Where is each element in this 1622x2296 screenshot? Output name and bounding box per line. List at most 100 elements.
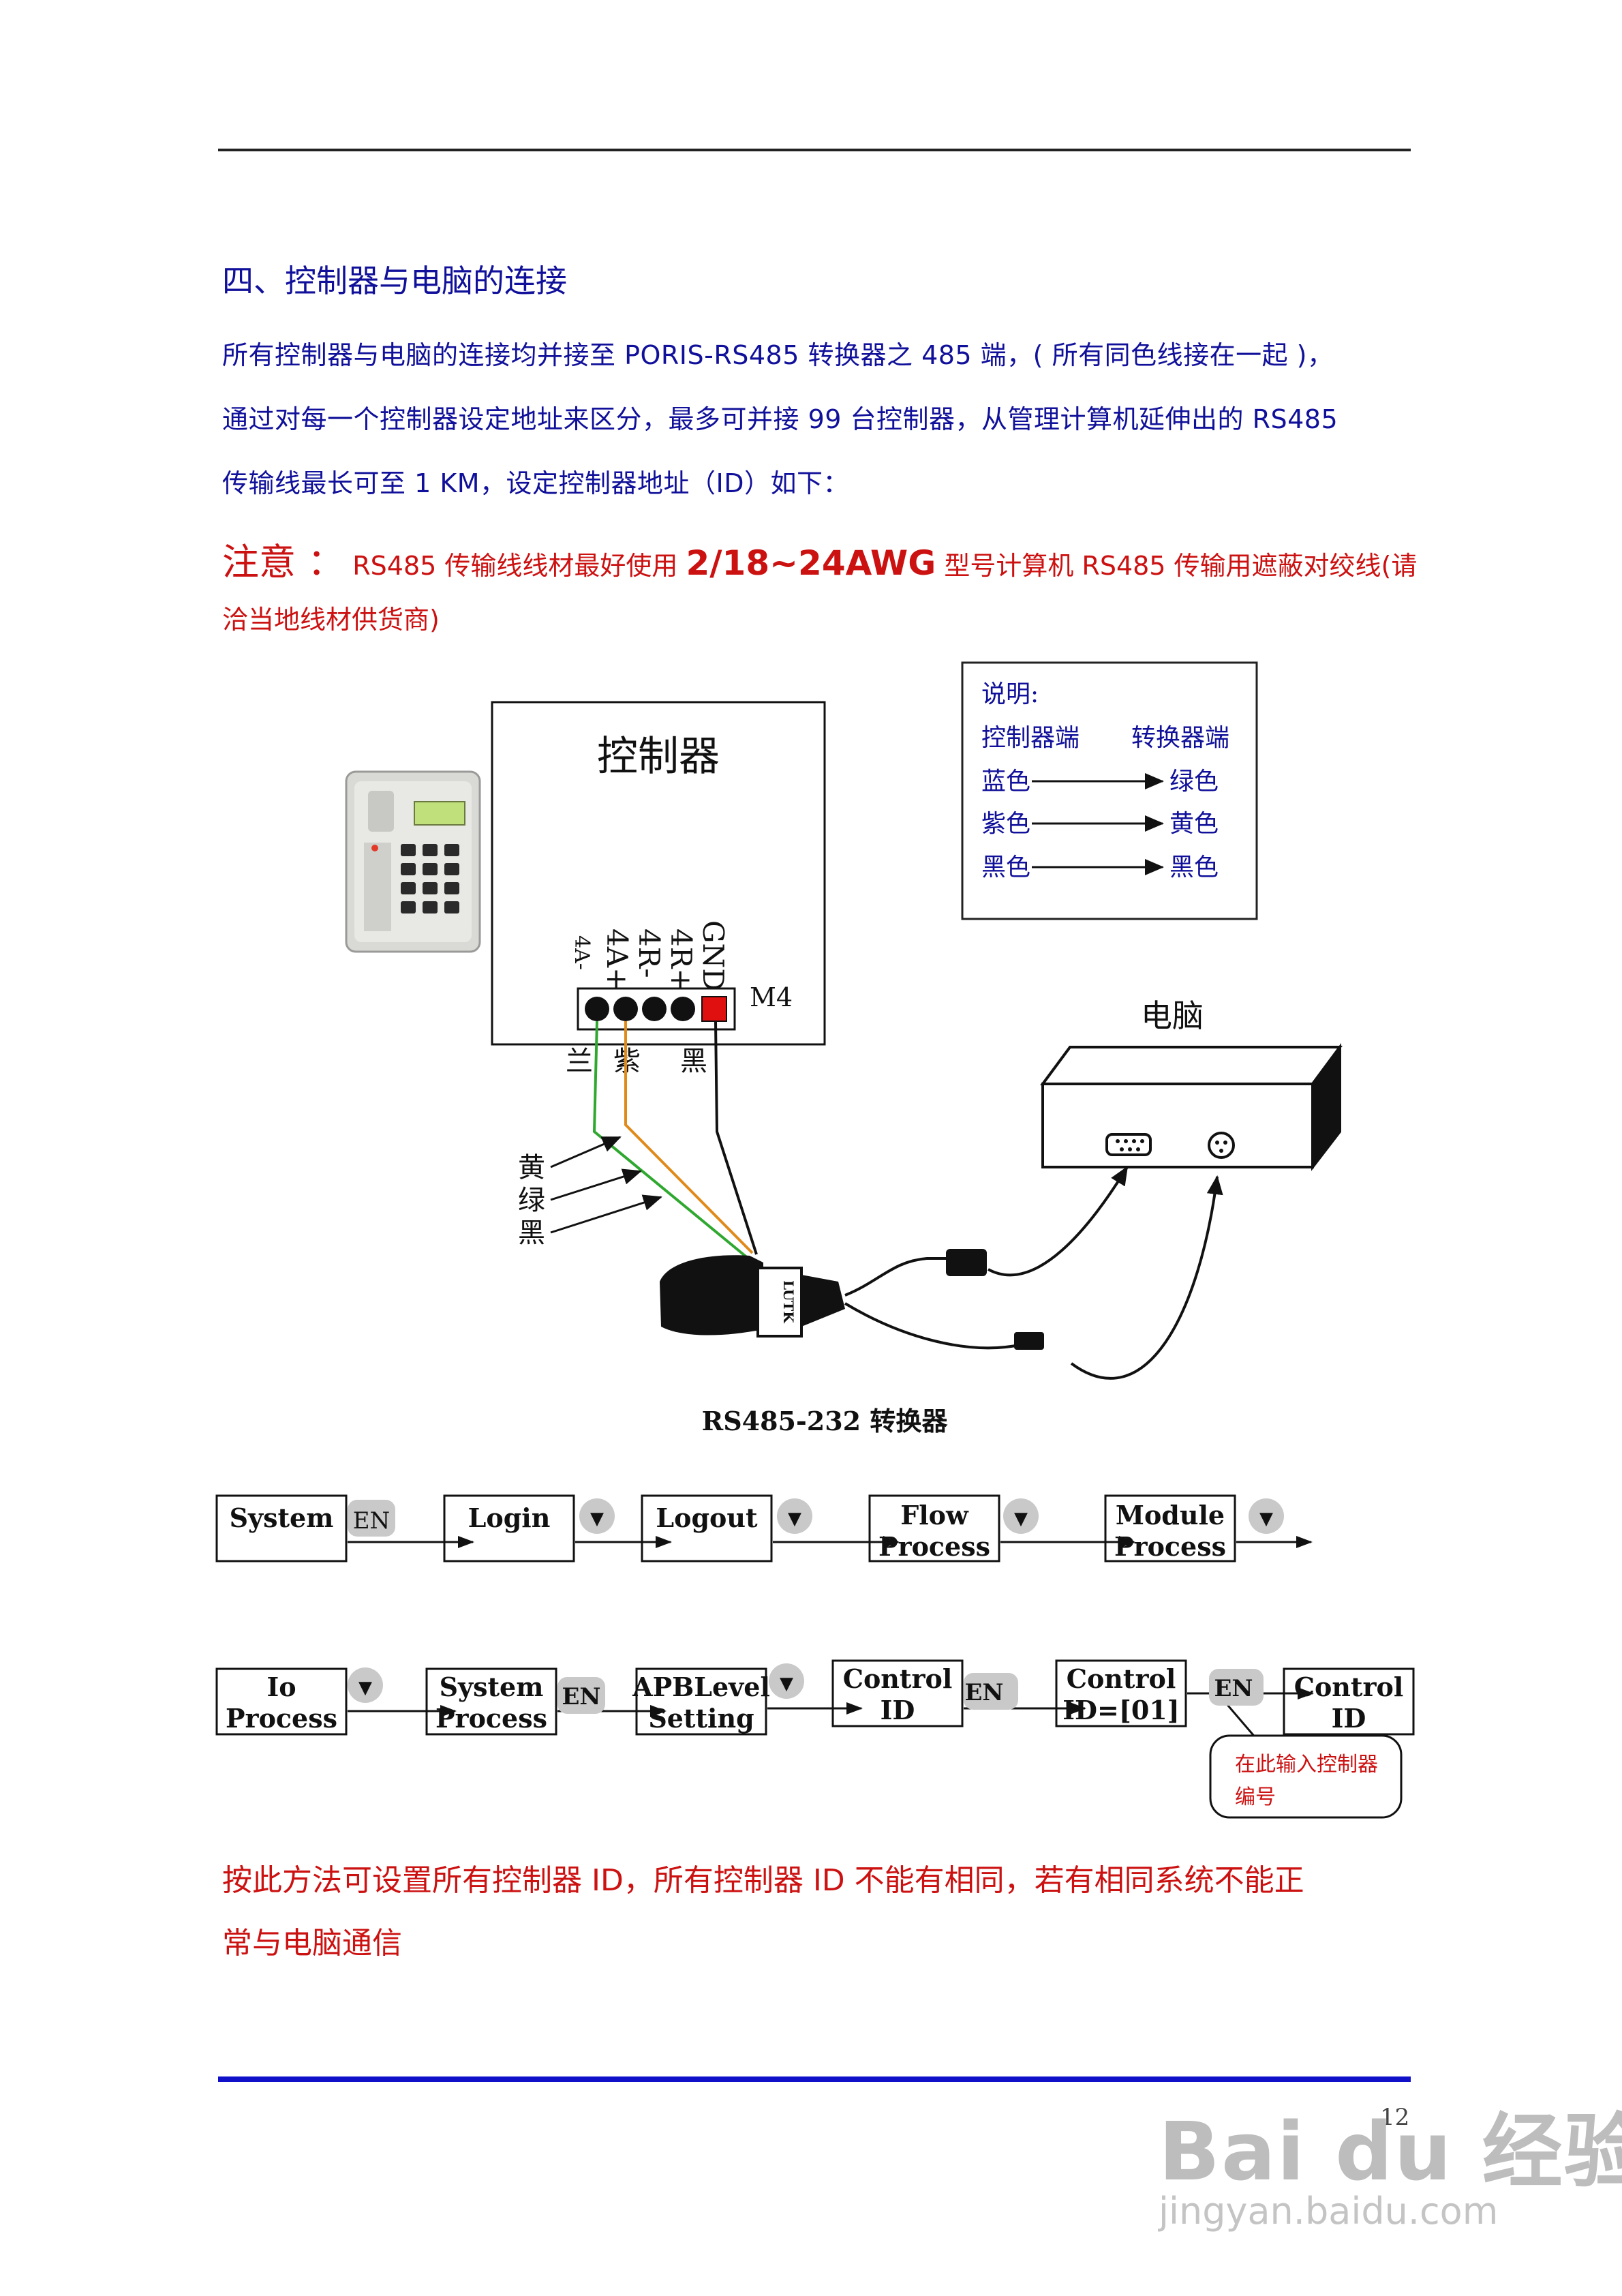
key-badge-down <box>1003 1498 1039 1534</box>
converter-wire-label-black: 黑 <box>518 1218 545 1249</box>
controller-title: 控制器 <box>597 733 720 781</box>
legend-row-from: 黑色 <box>981 854 1030 881</box>
flow-box-label: Login <box>468 1502 551 1533</box>
legend-row-to: 黄色 <box>1169 810 1219 838</box>
terminal-screw <box>642 997 667 1021</box>
computer-link-arrow <box>988 1166 1129 1277</box>
computer-image <box>1040 1042 1343 1171</box>
flow-box-io-process <box>215 1667 348 1736</box>
key-label: EN <box>1214 1675 1253 1702</box>
top-rule <box>218 149 1411 151</box>
wire-black <box>714 1021 758 1255</box>
flow-box-label: System <box>230 1502 334 1533</box>
key-label: ▼ <box>1259 1509 1273 1529</box>
key-label: ▼ <box>590 1509 604 1529</box>
key-badge-down <box>777 1498 812 1534</box>
rs485-converter-image: LUTK <box>660 1249 1044 1350</box>
controller-box <box>491 701 826 1046</box>
terminal-label-gnd: GND <box>697 920 730 991</box>
terminal-label-4r-minus: 4R- <box>632 928 666 978</box>
converter-wire-label-green: 绿 <box>518 1185 545 1216</box>
flow-box-control-id-final <box>1283 1667 1415 1736</box>
wire-label-blue: 兰 <box>566 1046 593 1077</box>
note-line-1: 注意 ： RS485 传输线线材最好使用 2/18~24AWG 型号计算机 RS… <box>222 532 1417 586</box>
key-label: ▼ <box>788 1509 801 1529</box>
svg-text:LUTK: LUTK <box>780 1280 797 1323</box>
key-label: EN <box>965 1679 1004 1706</box>
flow-box-label: APBLevel <box>632 1672 770 1702</box>
note-label: 注意 ： <box>222 541 345 584</box>
paragraph-line-1: 所有控制器与电脑的连接均并接至 PORIS-RS485 转换器之 485 端，(… <box>222 340 1334 370</box>
key-badge-down <box>1249 1498 1284 1534</box>
flow-box-label: System <box>440 1672 544 1702</box>
terminal-gnd-red <box>701 996 727 1022</box>
terminal-screw <box>671 997 695 1021</box>
flow-box-system <box>215 1494 348 1562</box>
keypad-device-image <box>345 770 481 953</box>
paragraph-line-3: 传输线最长可至 1 KM，设定控制器地址（ID）如下： <box>222 468 850 498</box>
watermark-url: jingyan.baidu.com <box>1159 2190 1499 2233</box>
legend-box <box>961 661 1258 920</box>
legend-row-to: 黑色 <box>1169 854 1219 881</box>
key-badge-en <box>964 1673 1018 1710</box>
key-label: ▼ <box>1014 1509 1028 1529</box>
flow-box-label: Process <box>1114 1531 1226 1562</box>
key-label: EN <box>562 1683 601 1710</box>
flow-box-system-process <box>425 1667 557 1736</box>
converter-arrow <box>550 1136 622 1168</box>
flow-box-label: Logout <box>656 1502 758 1533</box>
key-badge-en <box>557 1677 605 1714</box>
callout-text: 在此输入控制器 <box>1235 1753 1378 1777</box>
terminal-label-4r-plus: 4R+ <box>664 928 698 993</box>
footer-note-line-1: 按此方法可设置所有控制器 ID，所有控制器 ID 不能有相同，若有相同系统不能正 <box>222 1863 1304 1898</box>
converter-caption: RS485-232 转换器 <box>702 1406 949 1436</box>
key-badge-en <box>1209 1669 1264 1706</box>
flow-box-label: Process <box>878 1531 990 1562</box>
key-label: ▼ <box>358 1678 372 1698</box>
note-awg: 2/18~24AWG <box>686 543 936 583</box>
flow-box-label: Process <box>435 1703 547 1734</box>
key-badge-down <box>579 1498 615 1534</box>
flow-box-label: Control <box>1067 1663 1176 1694</box>
wire-orange <box>624 1021 754 1254</box>
section-heading: 四、控制器与电脑的连接 <box>222 262 567 299</box>
note-text-b: 型号计算机 RS485 传输用遮蔽对绞线(请 <box>944 551 1418 581</box>
flow-box-login <box>443 1494 575 1562</box>
key-label: ▼ <box>780 1674 793 1694</box>
flow-box-label: ID <box>881 1695 915 1725</box>
flow-box-label: Module <box>1116 1500 1225 1530</box>
legend-title: 说明: <box>981 680 1039 708</box>
note-line-2: 洽当地线材供货商) <box>222 605 440 635</box>
flow-box-label: Setting <box>648 1703 754 1734</box>
legend-row-from: 紫色 <box>981 810 1030 838</box>
wire-label-black: 黑 <box>680 1046 707 1077</box>
paragraph-line-2: 通过对每一个控制器设定地址来区分，最多可并接 99 台控制器，从管理计算机延伸出… <box>222 404 1338 434</box>
flow-box-label: Io <box>266 1672 296 1702</box>
flow-box-label: ID=[01] <box>1062 1695 1179 1725</box>
key-badge-en <box>348 1500 395 1537</box>
terminal-label-4a-plus: 4A+ <box>600 928 634 991</box>
flow-box-control-id-01 <box>1055 1659 1187 1727</box>
key-badge-down <box>348 1667 383 1703</box>
watermark-brand: Bai du 经验 <box>1159 2104 1622 2199</box>
flow-box-logout <box>641 1494 773 1562</box>
legend-col-right: 转换器端 <box>1131 724 1229 752</box>
footer-note-line-2: 常与电脑通信 <box>222 1926 402 1961</box>
computer-link-arrow <box>1070 1175 1223 1380</box>
bottom-rule <box>218 2076 1411 2082</box>
flow-box-label: Control <box>843 1663 953 1694</box>
terminal-screw <box>613 997 638 1021</box>
callout-text: 编号 <box>1235 1785 1276 1809</box>
flow-box-label: Control <box>1294 1672 1404 1702</box>
terminal-screw <box>585 997 609 1021</box>
legend-row-from: 蓝色 <box>981 768 1030 796</box>
flow-box-flow-process <box>868 1494 1000 1562</box>
legend-row-to: 绿色 <box>1169 768 1219 796</box>
flow-box-label: Process <box>226 1703 337 1734</box>
key-badge-down <box>769 1663 804 1699</box>
terminal-label-4a-minus: 4A- <box>570 935 594 970</box>
flow-box-label: ID <box>1332 1703 1366 1734</box>
terminal-block-label: M4 <box>750 982 793 1012</box>
legend-col-left: 控制器端 <box>981 724 1080 752</box>
